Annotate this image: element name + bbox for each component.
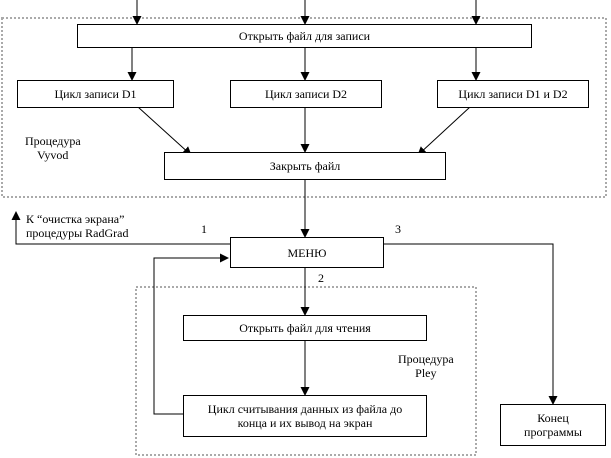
- branch-label-2: 2: [318, 271, 324, 285]
- write-loop-d1-box: Цикл записи D1: [17, 80, 174, 108]
- pley-label-line-1: Процедура: [398, 352, 454, 366]
- arrow-read-loop-back-to-menu: [153, 253, 229, 415]
- vyvod-procedure-label: Процедура Vyvod: [25, 134, 81, 162]
- menu-box: МЕНЮ: [230, 237, 384, 268]
- arrow-d1-d2-to-close: [417, 106, 471, 156]
- read-loop-box: Цикл считывания данных из файла до конца…: [183, 395, 427, 437]
- arrow-d1-to-close: [137, 106, 192, 156]
- branch-label-1: 1: [201, 222, 207, 236]
- end-line-1: Конец: [537, 411, 569, 425]
- branch-label-3: 3: [395, 222, 401, 236]
- pley-procedure-label: Процедура Pley: [398, 352, 454, 380]
- end-line-2: программы: [524, 425, 582, 439]
- read-loop-line-1: Цикл считывания данных из файла до: [207, 402, 403, 416]
- vyvod-label-line-1: Процедура: [25, 134, 81, 148]
- vyvod-label-line-2: Vyvod: [37, 148, 69, 162]
- read-loop-line-2: конца и их вывод на экран: [237, 416, 373, 430]
- write-loop-d2-box: Цикл записи D2: [230, 80, 382, 108]
- clear-screen-line-1: К “очистка экрана”: [26, 212, 125, 226]
- arrow-menu-to-clear-screen: [11, 211, 230, 245]
- pley-label-line-2: Pley: [415, 366, 437, 380]
- program-end-box: Конец программы: [500, 404, 606, 446]
- pley-procedure-frame: [135, 286, 477, 456]
- arrow-menu-to-end: [383, 243, 558, 405]
- clear-screen-line-2: процедуры RadGrad: [26, 226, 129, 240]
- open-write-file-box: Открыть файл для записи: [77, 24, 532, 48]
- close-file-box: Закрыть файл: [164, 152, 446, 180]
- write-loop-d1-d2-box: Цикл записи D1 и D2: [437, 80, 589, 108]
- open-read-file-box: Открыть файл для чтения: [183, 315, 427, 341]
- clear-screen-label: К “очистка экрана” процедуры RadGrad: [26, 212, 129, 240]
